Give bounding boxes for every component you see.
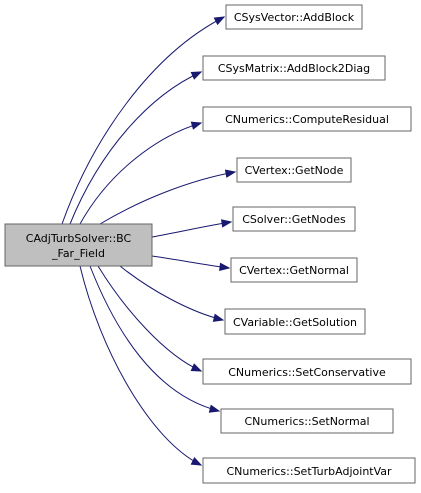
callee-node-label: CVariable::GetSolution <box>233 316 357 329</box>
arrowhead-icon <box>224 169 237 178</box>
root-node[interactable]: CAdjTurbSolver::BC _Far_Field <box>4 223 153 267</box>
callee-node-box <box>236 157 352 183</box>
root-node-box <box>4 223 153 267</box>
edge-to-setconservative <box>97 265 202 372</box>
callee-node-label: CNumerics::SetTurbAdjointVar <box>226 465 392 478</box>
callee-node-label: CVertex::GetNode <box>245 164 344 177</box>
edge-to-getnodes <box>151 221 232 238</box>
arrowhead-icon <box>212 313 225 322</box>
arrowhead-icon <box>190 363 203 372</box>
arrowhead-icon <box>208 404 221 413</box>
callee-node-getnodes[interactable]: CSolver::GetNodes <box>232 206 356 232</box>
arrowhead-icon <box>190 121 203 130</box>
arrowhead-icon <box>220 219 233 228</box>
callee-node-label: CSysMatrix::AddBlock2Diag <box>218 62 370 75</box>
edge-to-getnode <box>99 171 236 225</box>
callee-node-label: CVertex::GetNormal <box>239 264 349 277</box>
callee-node-label: CNumerics::ComputeResidual <box>225 113 389 126</box>
callee-node-addblock2diag[interactable]: CSysMatrix::AddBlock2Diag <box>202 55 386 81</box>
arrowhead-icon <box>219 262 231 272</box>
edge-to-addblock <box>61 16 225 225</box>
callee-node-box <box>202 457 416 484</box>
callee-node-label: CNumerics::SetNormal <box>245 415 370 428</box>
callee-node-box <box>232 206 356 232</box>
callee-node-label: CSolver::GetNodes <box>242 213 346 226</box>
callee-node-getsolution[interactable]: CVariable::GetSolution <box>224 308 366 335</box>
edge-to-computeresidual <box>79 122 202 225</box>
edge-to-setturbadjointvar <box>79 265 202 466</box>
arrowhead-icon <box>213 16 226 26</box>
callee-node-setnormal[interactable]: CNumerics::SetNormal <box>220 408 394 434</box>
callee-node-getnode[interactable]: CVertex::GetNode <box>236 157 352 183</box>
callee-node-box <box>202 358 412 385</box>
callee-node-box <box>202 106 412 132</box>
edge-to-addblock2diag <box>69 71 202 225</box>
callee-node-box <box>224 308 366 335</box>
edge-to-getsolution <box>119 265 224 321</box>
callee-node-label: CNumerics::SetConservative <box>228 366 386 379</box>
edge-to-setnormal <box>89 265 220 412</box>
callee-node-addblock[interactable]: CSysVector::AddBlock <box>225 4 363 30</box>
callee-node-setturbadjointvar[interactable]: CNumerics::SetTurbAdjointVar <box>202 457 416 484</box>
edge-to-getnormal <box>151 255 230 269</box>
root-node-label-line2: _Far_Field <box>51 247 105 260</box>
callee-node-getnormal[interactable]: CVertex::GetNormal <box>230 257 358 283</box>
root-node-label-line1: CAdjTurbSolver::BC <box>26 232 132 245</box>
callee-node-setconservative[interactable]: CNumerics::SetConservative <box>202 358 412 385</box>
arrowhead-icon <box>190 457 203 466</box>
callee-node-box <box>220 408 394 434</box>
callee-node-label: CSysVector::AddBlock <box>234 11 355 24</box>
callee-node-box <box>230 257 358 283</box>
callee-node-box <box>225 4 363 30</box>
call-edges <box>61 16 237 466</box>
callee-node-box <box>202 55 386 81</box>
arrowhead-icon <box>190 71 203 80</box>
callee-node-computeresidual[interactable]: CNumerics::ComputeResidual <box>202 106 412 132</box>
